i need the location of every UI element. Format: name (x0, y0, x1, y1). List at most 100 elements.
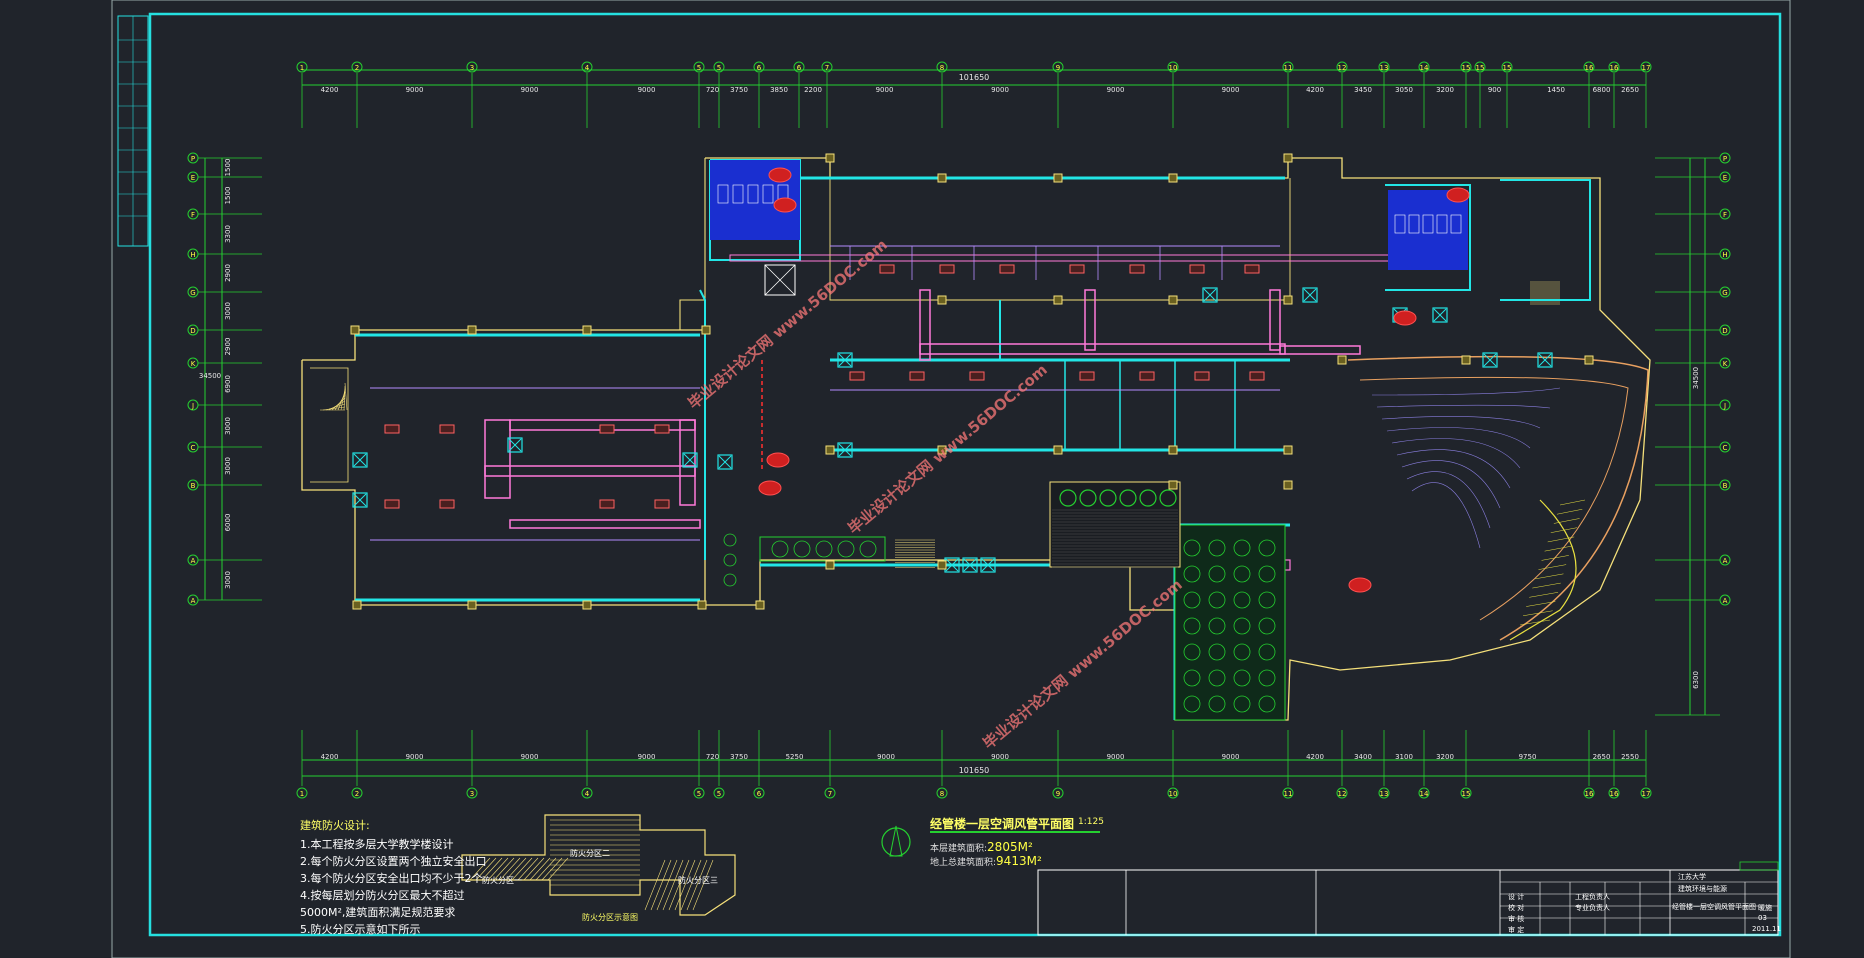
curved-stair (1509, 499, 1577, 641)
restroom-stall (747, 184, 759, 204)
stair-tread (1556, 508, 1583, 515)
planter-circle (1258, 643, 1276, 661)
diffuser-icon (1302, 287, 1318, 303)
fan-coil-unit (1069, 264, 1085, 274)
axis-bubble (1474, 61, 1486, 73)
axis-label: 15 (1503, 64, 1512, 72)
right-overall-dim: 34500 (1692, 367, 1700, 389)
stair-tread (1547, 536, 1575, 543)
planter-circle (815, 540, 833, 558)
fan-coil-unit (1139, 371, 1155, 381)
row-dim-text: 3000 (224, 457, 232, 475)
dim-top-text: 9000 (1107, 86, 1125, 94)
stair-tread (1526, 601, 1556, 607)
dim-top-text: 9000 (638, 86, 656, 94)
row-bubble (187, 399, 199, 411)
overall-dimension-bottom: 101650 (959, 766, 990, 775)
fan-coil-unit (1079, 371, 1095, 381)
planter-circle (1258, 565, 1276, 583)
branch-duct-pink (484, 419, 511, 499)
row-bubble (1719, 441, 1731, 453)
planter-circle (1258, 617, 1276, 635)
stair-tread (1535, 573, 1564, 580)
row-label: D (190, 327, 195, 335)
dim-top-text: 9000 (406, 86, 424, 94)
zone-hatch (680, 859, 702, 911)
row-label: J (1723, 402, 1726, 410)
row-bubble (187, 554, 199, 566)
axis-bubble (693, 787, 705, 799)
row-dim-text: 3300 (224, 225, 232, 243)
dim-top-text: 6800 (1593, 86, 1611, 94)
floor-area-label: 本层建筑面积: (930, 844, 988, 854)
fan-coil-unit (879, 264, 895, 274)
planter-circle (1233, 617, 1251, 635)
planter-circle (1258, 591, 1276, 609)
seat-row (1376, 404, 1551, 409)
stair-tread (1532, 582, 1561, 589)
auditorium-inner-wall (1359, 376, 1629, 621)
zone-hatch (692, 859, 714, 911)
axis-label: 5 (717, 790, 721, 798)
zone-hatch (668, 859, 690, 911)
row-label: A (191, 597, 196, 605)
total-area-value: 9413M² (996, 854, 1042, 868)
zone-label: 防火分区三 (678, 876, 718, 885)
dim-bottom-text: 9000 (1107, 753, 1125, 761)
axis-label: 2 (355, 64, 359, 72)
axis-label: 9 (1056, 64, 1060, 72)
axis-label: 14 (1420, 790, 1429, 798)
dim-top-text: 3050 (1395, 86, 1413, 94)
dim-bottom-text: 3100 (1395, 753, 1413, 761)
axis-bubble (1640, 61, 1652, 73)
column-square (582, 600, 592, 610)
diffuser-icon (1202, 287, 1218, 303)
axis-bubble (466, 61, 478, 73)
row-label: E (191, 174, 195, 182)
dim-top-text: 3450 (1354, 86, 1372, 94)
tb-sheet: 暖施 (1758, 904, 1772, 912)
planter-circle (1208, 669, 1226, 687)
zone-hatch (469, 857, 491, 881)
planter-circle (1208, 539, 1226, 557)
zone-label: 防火分区一 (482, 876, 522, 885)
axis-bubble (824, 787, 836, 799)
tb-row: 专业负责人 (1575, 904, 1610, 912)
stair-hatch (344, 382, 348, 411)
dim-top-text: 4200 (1306, 86, 1324, 94)
hatched-area (1049, 481, 1181, 568)
axis-label: 9 (1056, 790, 1060, 798)
axis-label: 1 (300, 64, 304, 72)
tb-date: 2011.11 (1752, 925, 1781, 933)
diffuser-icon (837, 442, 853, 458)
axis-bubble (1052, 787, 1064, 799)
tb-row: 工程负责人 (1575, 893, 1610, 901)
planter-circle (1208, 695, 1226, 713)
diffuser-icon (508, 438, 522, 452)
overall-dimension: 101650 (959, 73, 990, 82)
row-bubble (1719, 208, 1731, 220)
total-area: 地上总建筑面积:9413M² (930, 854, 1042, 868)
planter-circle (1183, 591, 1201, 609)
planter-circle (771, 540, 789, 558)
stair-tread (1553, 518, 1580, 524)
fan-coil-unit (384, 499, 400, 509)
axis-bubble (1501, 61, 1513, 73)
axis-label: 10 (1169, 790, 1178, 798)
fire-zone-sketch (461, 814, 736, 916)
zone-hatch (674, 859, 696, 911)
axis-bubble (713, 787, 725, 799)
note-line: 2.每个防火分区设置两个独立安全出口 (300, 855, 487, 868)
axis-label: 4 (585, 790, 590, 798)
diffuser-icon (980, 557, 996, 573)
zone-hatch (523, 857, 545, 881)
zone-hatch (511, 857, 533, 881)
red-callout (773, 197, 797, 213)
zone-hatch (487, 857, 509, 881)
column-square (701, 325, 711, 335)
axis-bubble (351, 61, 363, 73)
sheet-inner-border (148, 12, 1782, 937)
axis-bubble (1378, 61, 1390, 73)
row-label: E (1723, 174, 1727, 182)
dim-top-text: 1450 (1547, 86, 1565, 94)
